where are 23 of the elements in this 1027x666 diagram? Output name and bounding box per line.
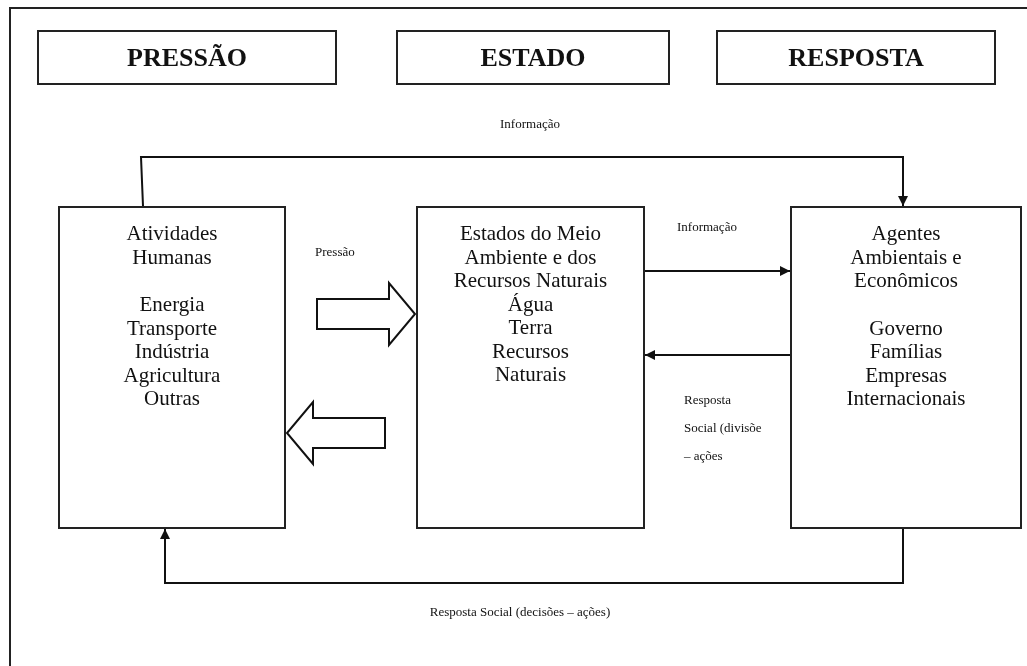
box-heading: Agentes Ambientais e Econômicos [849, 222, 963, 293]
header-box [37, 30, 337, 85]
header-box [716, 30, 996, 85]
box-text: Energia Transporte Indústria Agricultura Outras [123, 293, 221, 411]
arrow [644, 266, 791, 276]
arrow [139, 156, 908, 207]
box-text: Governo Famílias Empresas Internacionais [846, 316, 966, 411]
box-heading: Atividades Humanas [126, 222, 218, 270]
header-box [396, 30, 670, 85]
arrow [644, 350, 791, 360]
arrow [160, 528, 904, 584]
header-text: PRESSÃO [126, 41, 248, 74]
box-text: Recursos Naturais [492, 339, 569, 387]
box-text: Água [507, 292, 554, 317]
header-text: RESPOSTA [787, 41, 925, 74]
process-box [790, 206, 1022, 529]
process-box [416, 206, 645, 529]
process-box [58, 206, 286, 529]
box-text: Terra [508, 316, 553, 340]
header-text: ESTADO [479, 41, 587, 74]
hollow-arrow [285, 399, 386, 467]
hollow-arrow [316, 280, 417, 348]
box-heading: Estados do Meio Ambiente e dos Recursos Naturais [452, 222, 609, 293]
